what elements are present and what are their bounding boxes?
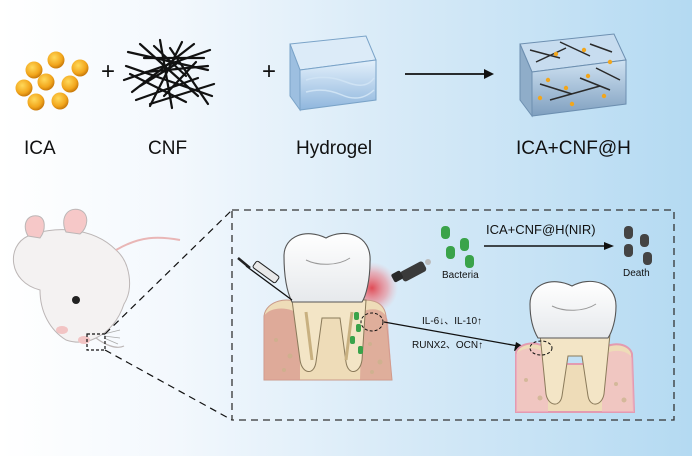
detail-panel-border bbox=[231, 209, 675, 421]
ica-label: ICA bbox=[24, 138, 56, 159]
diseased-tooth bbox=[237, 233, 398, 381]
ica-particle bbox=[71, 59, 89, 77]
bacteria-label: Bacteria bbox=[442, 270, 479, 281]
ica-particle bbox=[25, 61, 43, 79]
ica-particle bbox=[15, 79, 33, 97]
treatment-label: ICA+CNF@H(NIR) bbox=[486, 222, 596, 237]
cnf-label: CNF bbox=[148, 138, 188, 159]
zoom-indicator bbox=[86, 209, 233, 421]
synthesis-arrow bbox=[405, 69, 494, 79]
osteogenesis-label: RUNX2、OCN↑ bbox=[412, 340, 484, 351]
death-label: Death bbox=[623, 268, 650, 279]
ica-particle bbox=[27, 93, 45, 111]
ica-particle bbox=[47, 51, 65, 69]
plus-sign-2: + bbox=[262, 58, 277, 85]
healed-tooth bbox=[515, 280, 636, 413]
hydrogel-label: Hydrogel bbox=[296, 138, 373, 159]
ica-particle bbox=[61, 75, 79, 93]
cnf-fiber-mesh bbox=[122, 38, 216, 110]
nir-laser-icon bbox=[391, 259, 431, 283]
dead-bacteria bbox=[624, 226, 652, 265]
ica-particle bbox=[51, 92, 69, 110]
composite-block bbox=[519, 33, 627, 118]
ica-particle bbox=[37, 73, 55, 91]
treatment-arrow bbox=[484, 242, 614, 250]
ica-particle-cluster bbox=[15, 51, 89, 111]
plus-sign-1: + bbox=[101, 58, 116, 85]
syringe bbox=[237, 257, 293, 301]
composite-label: ICA+CNF@H bbox=[516, 138, 631, 159]
inflammation-label: IL-6↓、IL-10↑ bbox=[422, 316, 483, 327]
hydrogel-block bbox=[289, 35, 377, 112]
live-bacteria bbox=[441, 226, 474, 268]
mouse-illustration bbox=[13, 208, 181, 348]
